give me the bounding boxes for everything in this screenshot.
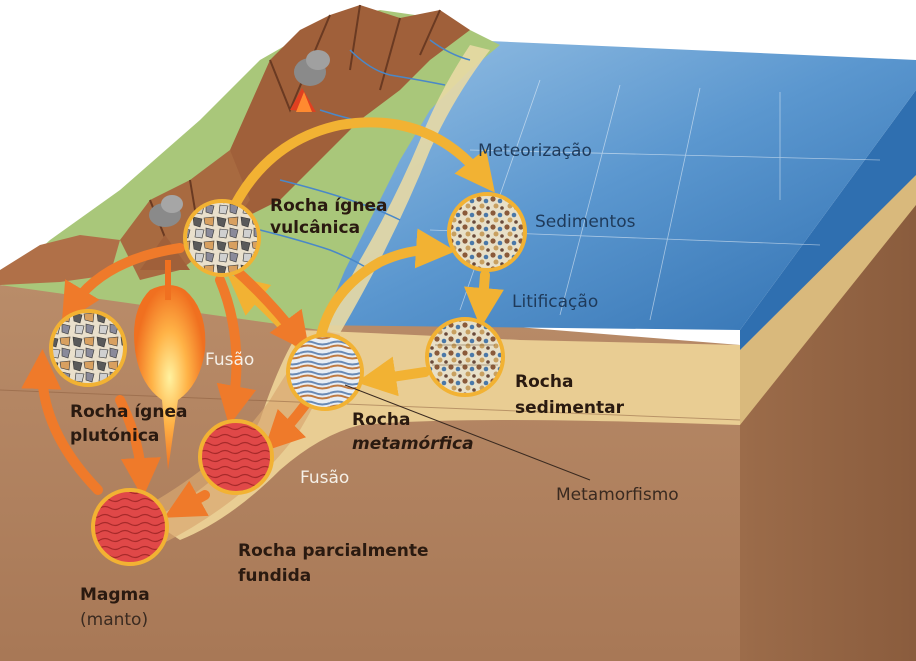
rock-circle-sediments [449,194,525,270]
label-meteorizacao: Meteorização [478,141,592,161]
label-rocha-ignea-plutonica-2: plutónica [70,426,159,446]
arrow-lithification [482,275,485,312]
label-fusao-1: Fusão [205,350,254,370]
label-rocha-ignea-vulcanica-1: Rocha ígnea [270,196,387,216]
rock-circle-magma [93,490,167,564]
rock-circle-sedimentary [427,319,503,395]
label-magma: Magma [80,585,150,605]
label-rocha-parcialmente-fundida-1: Rocha parcialmente [238,541,429,561]
label-sedimentos: Sedimentos [535,212,635,232]
label-litificacao: Litificação [512,292,598,312]
label-metamorfismo: Metamorfismo [556,485,679,505]
label-manto: (manto) [80,610,148,630]
label-rocha-ignea-plutonica-1: Rocha ígnea [70,402,187,422]
label-rocha-metamorfica-2: metamórfica [352,434,474,454]
rock-circle-plutonic [51,311,125,385]
label-rocha-sedimentar-1: Rocha [515,372,573,392]
label-rocha-sedimentar-2: sedimentar [515,398,624,418]
label-rocha-ignea-vulcanica-2: vulcânica [270,218,360,238]
label-rocha-parcialmente-fundida-2: fundida [238,566,311,586]
label-rocha-metamorfica-1: Rocha [352,410,410,430]
rock-circle-partial-melt [200,421,272,493]
rock-circle-volcanic [185,201,259,275]
label-fusao-2: Fusão [300,468,349,488]
rock-circle-metamorphic [288,335,362,409]
